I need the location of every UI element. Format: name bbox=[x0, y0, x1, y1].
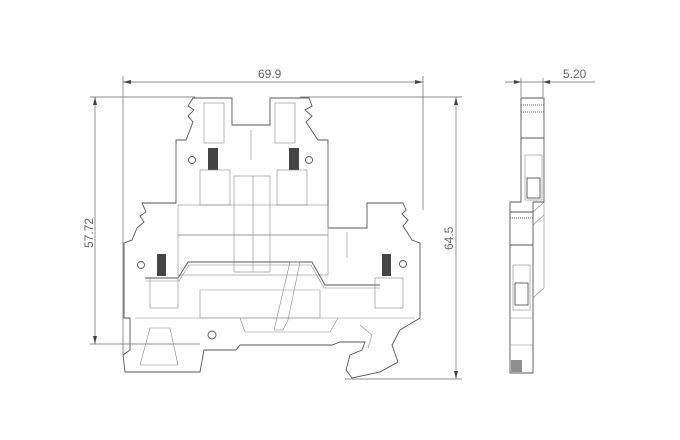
thickness-label: 5.20 bbox=[563, 67, 587, 81]
width-dimension: 69.9 bbox=[122, 67, 424, 355]
spring-lower-right bbox=[382, 254, 391, 276]
right-height-label: 64.5 bbox=[442, 226, 456, 250]
spring-lower-left bbox=[157, 254, 166, 276]
spring-upper-left bbox=[208, 148, 218, 170]
width-label: 69.9 bbox=[258, 67, 282, 81]
side-view: 5.20 bbox=[505, 67, 595, 374]
left-height-dimension: 57.72 bbox=[82, 96, 200, 345]
left-height-label: 57.72 bbox=[82, 218, 96, 248]
right-height-dimension: 64.5 bbox=[300, 96, 462, 380]
front-view bbox=[122, 97, 421, 379]
spring-upper-right bbox=[289, 148, 299, 170]
